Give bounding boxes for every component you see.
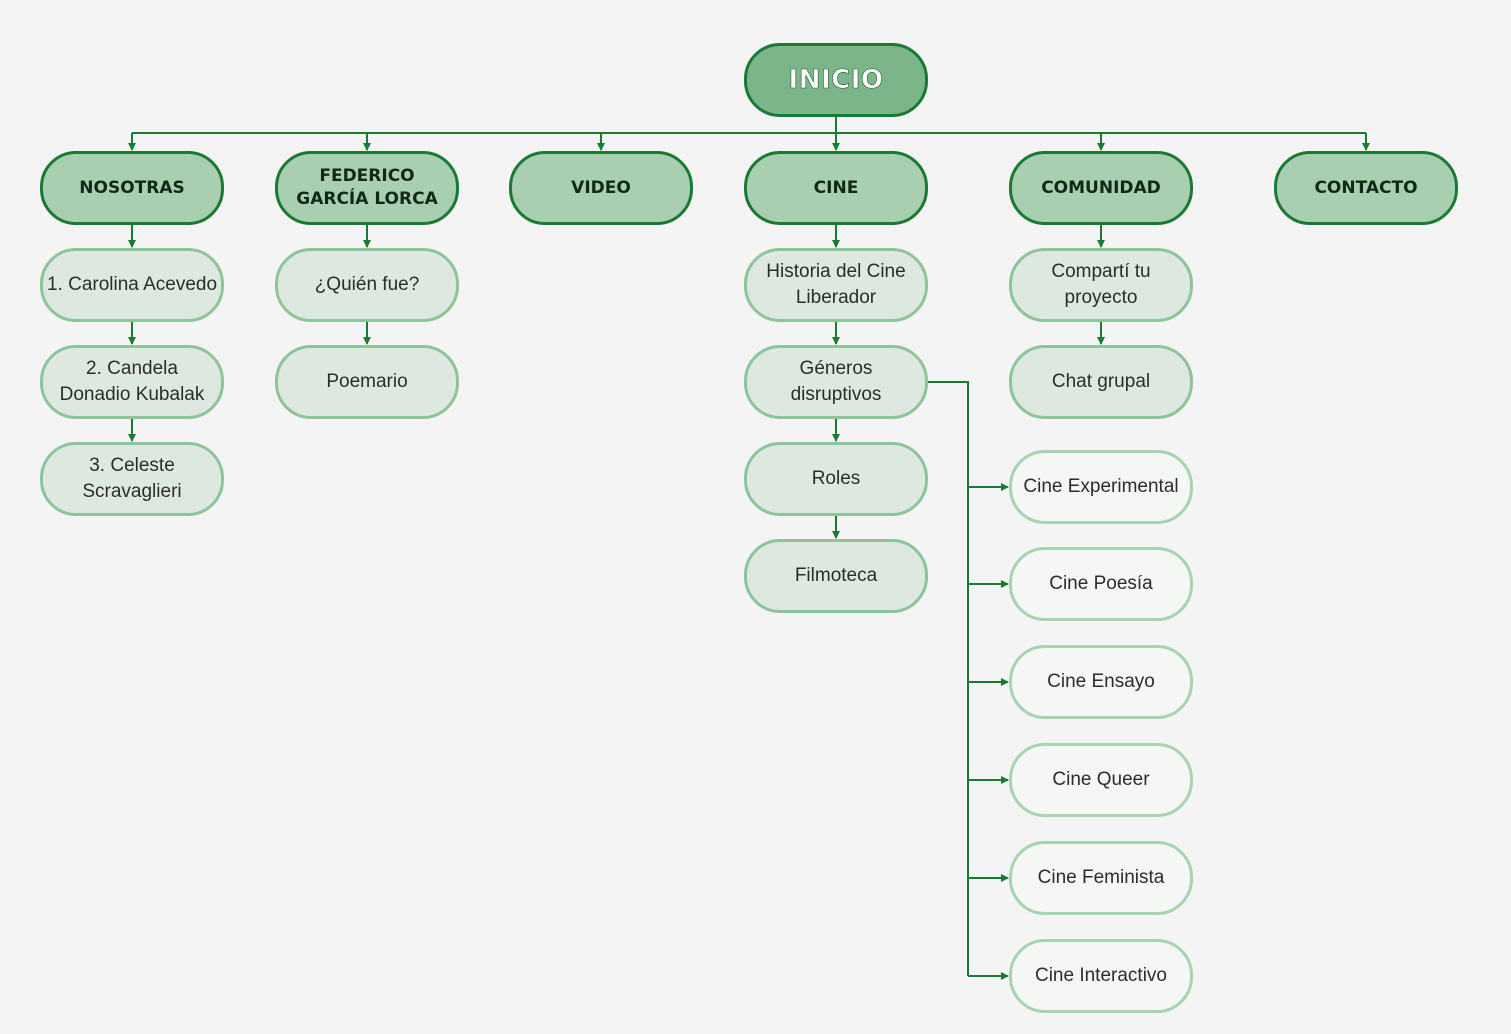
node-poemario[interactable]: Poemario xyxy=(275,345,459,419)
node-historia-del-cine-liberador[interactable]: Historia del Cine Liberador xyxy=(744,248,928,322)
node-comparti-tu-proyecto[interactable]: Compartí tu proyecto xyxy=(1009,248,1193,322)
node-carolina-acevedo[interactable]: 1. Carolina Acevedo xyxy=(40,248,224,322)
node-contacto[interactable]: CONTACTO xyxy=(1274,151,1458,225)
node-candela-donadio-kubalak[interactable]: 2. Candela Donadio Kubalak xyxy=(40,345,224,419)
node-cine-poesia[interactable]: Cine Poesía xyxy=(1009,547,1193,621)
node-comunidad[interactable]: COMUNIDAD xyxy=(1009,151,1193,225)
node-filmoteca[interactable]: Filmoteca xyxy=(744,539,928,613)
node-chat-grupal[interactable]: Chat grupal xyxy=(1009,345,1193,419)
connector-generos-trunk xyxy=(928,381,969,976)
node-video[interactable]: VIDEO xyxy=(509,151,693,225)
node-celeste-scravaglieri[interactable]: 3. Celeste Scravaglieri xyxy=(40,442,224,516)
node-cine-ensayo[interactable]: Cine Ensayo xyxy=(1009,645,1193,719)
node-quien-fue[interactable]: ¿Quién fue? xyxy=(275,248,459,322)
node-cine-interactivo[interactable]: Cine Interactivo xyxy=(1009,939,1193,1013)
node-nosotras[interactable]: NOSOTRAS xyxy=(40,151,224,225)
node-roles[interactable]: Roles xyxy=(744,442,928,516)
node-inicio[interactable]: INICIO xyxy=(744,43,928,117)
node-generos-disruptivos[interactable]: Géneros disruptivos xyxy=(744,345,928,419)
node-cine[interactable]: CINE xyxy=(744,151,928,225)
node-cine-queer[interactable]: Cine Queer xyxy=(1009,743,1193,817)
node-cine-experimental[interactable]: Cine Experimental xyxy=(1009,450,1193,524)
node-cine-feminista[interactable]: Cine Feminista xyxy=(1009,841,1193,915)
node-federico-garcia-lorca[interactable]: FEDERICO GARCÍA LORCA xyxy=(275,151,459,225)
